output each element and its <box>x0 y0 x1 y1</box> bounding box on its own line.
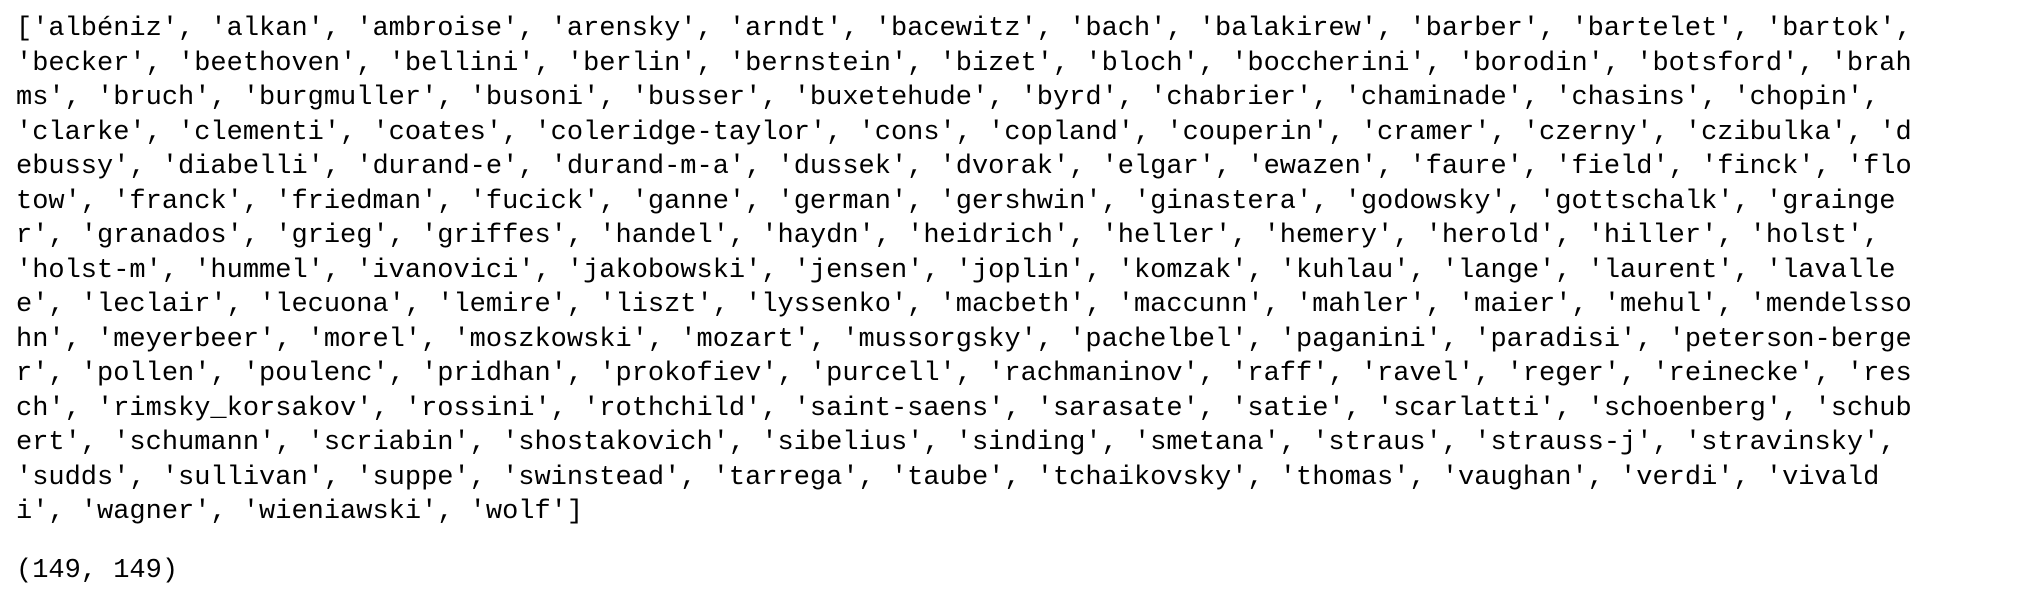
tuple-result-output: (149, 149) <box>16 556 179 586</box>
composer-list-output: ['albéniz', 'alkan', 'ambroise', 'arensk… <box>16 14 1912 527</box>
